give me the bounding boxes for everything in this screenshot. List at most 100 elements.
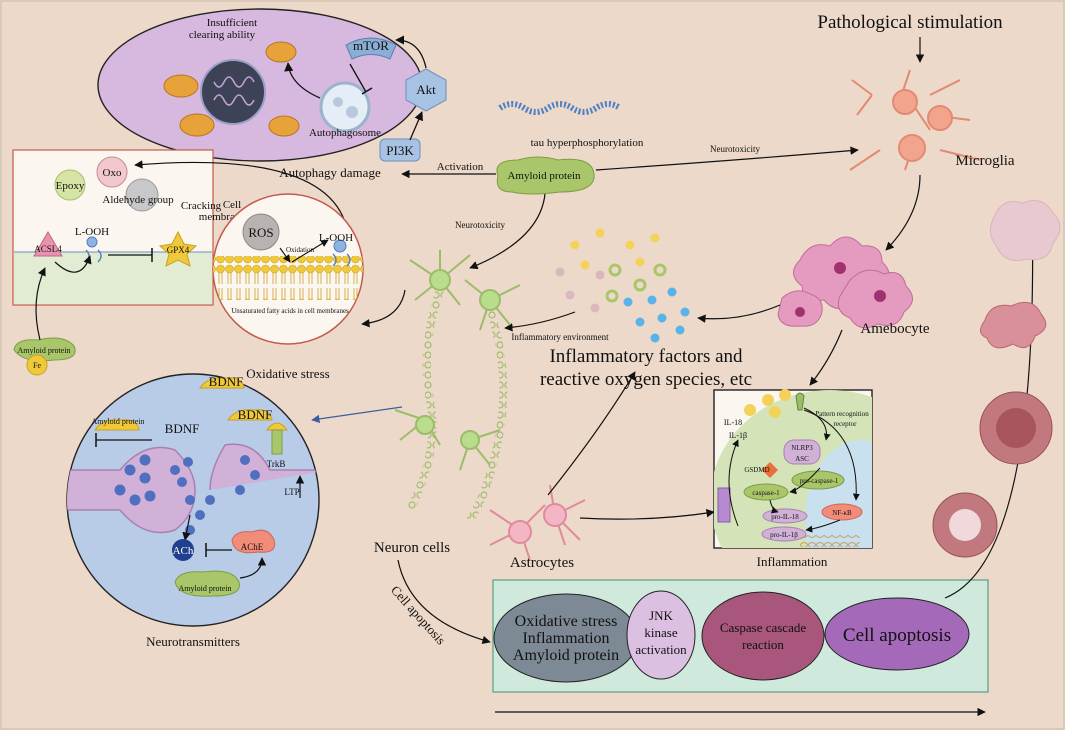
apoptotic-cells-icon xyxy=(932,200,1061,558)
amebocyte-label: Amebocyte xyxy=(860,321,929,337)
neuron-cells-label: Neuron cells xyxy=(374,540,450,556)
apoptosis-ellipse xyxy=(824,597,970,671)
apoptosis-e1-line1: Oxidative stress xyxy=(515,613,618,630)
amyloid-small-label: Amyloid protein xyxy=(17,346,70,355)
amebocyte-cells xyxy=(777,236,913,329)
inflammatory-factors-label-2: reactive oxygen species, etc xyxy=(540,369,752,390)
amyloid-nt-label: Amyloid protein xyxy=(178,584,231,593)
oxidation-label: Oxidation xyxy=(286,246,314,254)
proil18-label: pro-IL-18 xyxy=(771,513,799,521)
apoptosis-e4-label: Cell apoptosis xyxy=(843,625,951,646)
oxo-icon xyxy=(96,156,128,188)
bdnf-2-label: BDNF xyxy=(209,374,244,389)
aldehyde-icon xyxy=(125,178,159,212)
tau-chain-icon xyxy=(498,101,622,115)
astrocytes-icon xyxy=(489,484,586,561)
mtor-label: mTOR xyxy=(353,38,389,53)
apoptosis-e2-line2: kinase xyxy=(644,625,677,640)
amyloid-nt-blob xyxy=(174,570,240,597)
mitochondria-icon xyxy=(163,41,300,137)
lipid-peroxidation-box: Epoxy Oxo Aldehyde group ACSL4 L-OOH GPX… xyxy=(12,149,214,306)
activation-label: Activation xyxy=(437,161,484,173)
prr-label-1: Pattern recognition xyxy=(815,410,869,418)
inflammation-title: Inflammation xyxy=(757,554,828,569)
nlrp3-asc-icon xyxy=(783,439,821,465)
inflammatory-factors-dots xyxy=(555,228,690,343)
cell-apoptosis-side-label: Cell apoptosis xyxy=(388,582,449,647)
mtor-icon xyxy=(345,37,397,60)
fatty-acid-caption: Unsaturated fatty acids in cell membrane… xyxy=(231,307,349,315)
trkb-label: TrkB xyxy=(267,459,286,469)
neurotransmitters-title: Neurotransmitters xyxy=(146,634,240,649)
casp-label: caspase-1 xyxy=(752,489,780,497)
inflammatory-environment-label: Inflammatory environment xyxy=(511,332,609,342)
tau-label: tau hyperphosphorylation xyxy=(531,137,644,149)
bdnf-3-icon xyxy=(227,409,273,421)
neuron-cells-icon xyxy=(394,250,521,523)
neurotransmitters-circle: BDNF BDNF BDNF Amyloid protein TrkB LTP … xyxy=(66,373,320,627)
apoptosis-panel: Oxidative stress Inflammation Amyloid pr… xyxy=(492,579,989,693)
epoxy-label: Epoxy xyxy=(56,180,85,192)
bdnf-3-label: BDNF xyxy=(238,407,273,422)
oxo-label: Oxo xyxy=(103,167,122,179)
looh-label: L-OOH xyxy=(319,232,353,244)
proil1b-icon xyxy=(761,526,807,542)
insufficient-label-2: clearing ability xyxy=(189,29,256,41)
pi3k-icon xyxy=(379,138,421,162)
ach-icon xyxy=(172,539,194,561)
epoxy-icon xyxy=(54,169,86,201)
jnk-ellipse xyxy=(626,590,696,680)
neurotoxicity-right-label: Neurotoxicity xyxy=(710,144,760,154)
bdnf-2-icon xyxy=(199,377,245,389)
amyloid-label: Amyloid protein xyxy=(507,170,581,182)
akt-label: Akt xyxy=(416,82,436,97)
autophagy-damage-title: Autophagy damage xyxy=(279,165,381,180)
apoptosis-e2-line3: activation xyxy=(635,642,687,657)
casp-icon xyxy=(743,483,789,501)
ros-label: ROS xyxy=(248,225,273,240)
neurotoxicity-left-label: Neurotoxicity xyxy=(455,220,505,230)
astrocytes-label: Astrocytes xyxy=(510,555,574,571)
amyloid-nt-small-label: Amyloid protein xyxy=(91,417,144,426)
nfkb-label: NF-κB xyxy=(832,509,852,517)
apoptosis-e3-line2: reaction xyxy=(742,637,784,652)
fe-label: Fe xyxy=(33,361,41,370)
ache-label: AChE xyxy=(241,542,264,552)
ache-icon xyxy=(231,529,276,554)
proil1b-label: pro-IL-1β xyxy=(770,531,798,539)
cell-membrane-label-1: Cell xyxy=(223,199,241,211)
ltp-label: LTP xyxy=(284,487,299,497)
nlrp3-label: NLRP3 xyxy=(791,444,813,452)
cracking-label: Cracking xyxy=(181,200,222,212)
akt-icon xyxy=(405,68,447,112)
apoptosis-e1-line3: Amyloid protein xyxy=(513,647,619,664)
acsl4-icon xyxy=(33,231,63,257)
gpx4-icon xyxy=(158,230,198,267)
nucleus-icon xyxy=(200,59,266,125)
pore-icon xyxy=(717,487,731,523)
autophagy-panel: Insufficient clearing ability mTOR Akt P… xyxy=(97,8,447,162)
caspase-ellipse xyxy=(701,591,825,681)
prr-icon xyxy=(795,392,805,411)
il1b-label: IL-1β xyxy=(729,431,747,440)
procasp-label: pro-caspase-1 xyxy=(800,477,839,485)
oxidative-stress-title: Oxidative stress xyxy=(246,366,329,381)
amyloid-protein-blob xyxy=(496,156,595,195)
aldehyde-label: Aldehyde group xyxy=(102,194,174,206)
autophagosome-icon xyxy=(319,81,371,133)
microglia-label: Microglia xyxy=(955,153,1014,169)
apoptosis-e3-line1: Caspase cascade xyxy=(720,620,806,635)
il18-label: IL-18 xyxy=(724,418,742,427)
oxidative-stress-circle: ROS Oxidation L-OOH Unsaturated fatty ac… xyxy=(212,193,364,345)
procasp-icon xyxy=(791,470,845,490)
acsl4-label: ACSL4 xyxy=(34,244,62,254)
bdnf-1-icon xyxy=(94,419,140,431)
ros-icon xyxy=(242,213,280,251)
pi3k-label: PI3K xyxy=(386,143,414,158)
ach-label: ACh xyxy=(173,545,194,557)
pathological-stimulation-label: Pathological stimulation xyxy=(817,12,1003,33)
nfkb-icon xyxy=(821,503,863,521)
inflammatory-factors-label-1: Inflammatory factors and xyxy=(549,346,743,367)
inflammation-panel: IL-18 IL-1β Pattern recognition receptor… xyxy=(713,389,873,549)
